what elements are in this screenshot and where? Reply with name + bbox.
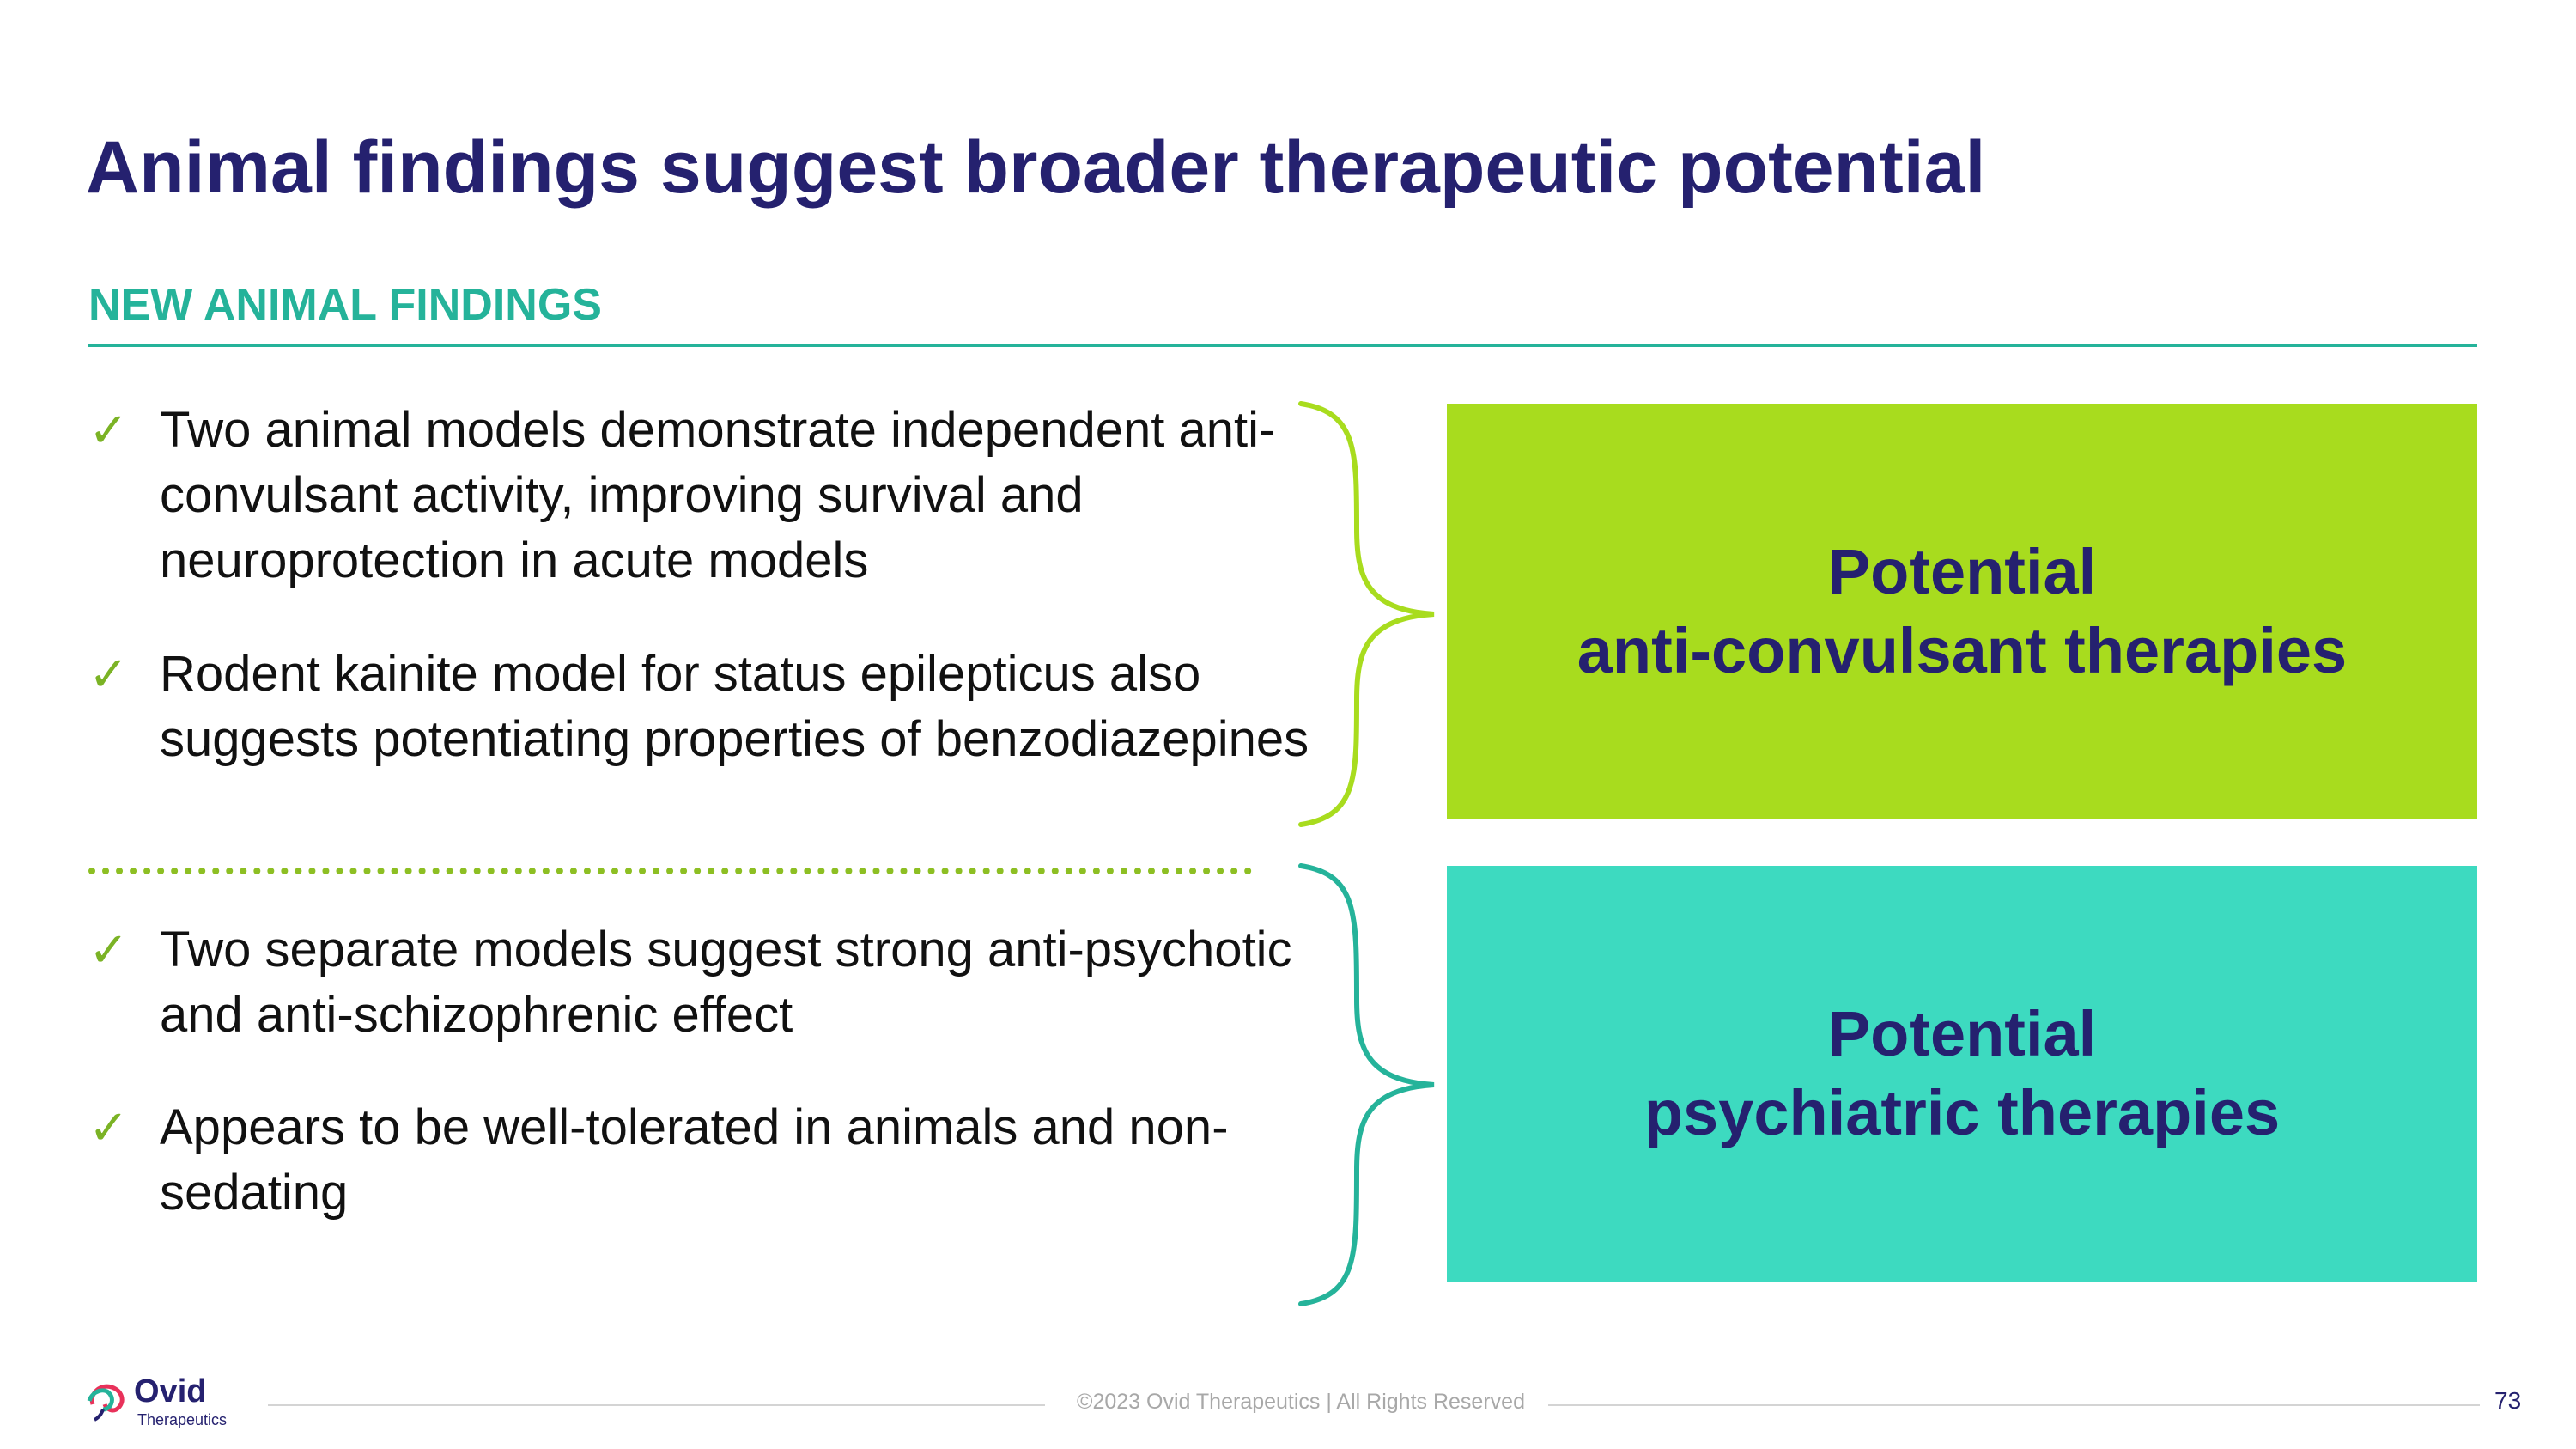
bullet-item: ✓ Two animal models demonstrate independ… [88,398,1316,594]
bullet-item: ✓ Rodent kainite model for status epilep… [88,642,1316,772]
bullet-item: ✓ Two separate models suggest strong ant… [88,917,1316,1048]
section-divider [88,344,2477,347]
footer-divider [1548,1404,2480,1406]
box-line: anti-convulsant therapies [1577,615,2348,686]
logo-icon [87,1384,125,1422]
section-label: NEW ANIMAL FINDINGS [88,280,602,330]
anticonvulsant-box: Potential anti-convulsant therapies [1447,404,2477,819]
psychiatric-box: Potential psychiatric therapies [1447,866,2477,1282]
company-logo: Ovid Therapeutics [84,1373,239,1430]
curly-brace-icon [1298,401,1435,827]
bullet-text: Two separate models suggest strong anti-… [160,922,1292,1043]
logo-subtitle: Therapeutics [137,1411,228,1428]
dotted-divider [88,868,1252,874]
checkmark-icon: ✓ [88,1100,129,1154]
page-number: 73 [2494,1387,2522,1414]
box-line: psychiatric therapies [1643,1077,2281,1148]
checkmark-icon: ✓ [88,647,129,701]
page-title: Animal findings suggest broader therapeu… [86,126,1986,209]
copyright-text: ©2023 Ovid Therapeutics | All Rights Res… [1077,1390,1525,1414]
bullet-text: Two animal models demonstrate independen… [160,402,1276,588]
footer-divider [268,1404,1045,1406]
checkmark-icon: ✓ [88,403,129,457]
bullet-text: Rodent kainite model for status epilepti… [160,646,1309,767]
logo-wordmark: Ovid [134,1373,207,1409]
bullet-item: ✓ Appears to be well-tolerated in animal… [88,1095,1316,1226]
bullet-text: Appears to be well-tolerated in animals … [160,1099,1229,1221]
box-line: Potential [1827,998,2097,1069]
box-line: Potential [1827,536,2097,607]
curly-brace-icon [1298,863,1435,1306]
checkmark-icon: ✓ [88,922,129,977]
